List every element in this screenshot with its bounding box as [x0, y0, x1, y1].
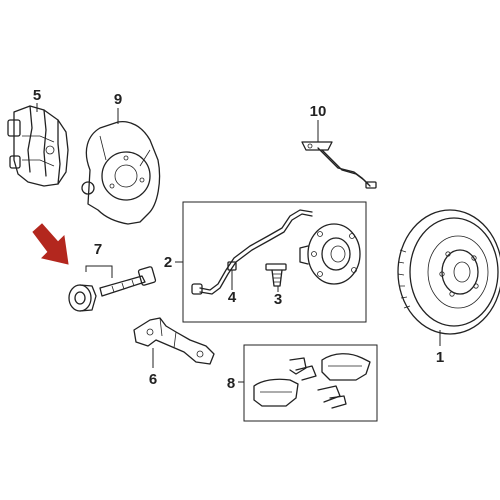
callout-5: 5	[33, 87, 41, 104]
callout-8: 8	[227, 375, 235, 392]
part-2-hub-bearing[interactable]	[299, 223, 361, 285]
part-9-splash-shield[interactable]	[81, 120, 161, 225]
part-8-brake-pads[interactable]	[253, 353, 371, 409]
leader-7	[85, 265, 113, 278]
part-10-brake-hose[interactable]	[301, 141, 377, 189]
callout-4: 4	[228, 289, 237, 306]
part-6-caliper-bracket[interactable]	[133, 317, 215, 365]
callout-10: 10	[310, 103, 327, 120]
highlight-arrow	[32, 223, 69, 265]
callout-9: 9	[114, 91, 122, 108]
part-5-brake-caliper[interactable]	[7, 105, 69, 187]
callout-2: 2	[164, 254, 172, 271]
part-7-caliper-guide-pin[interactable]	[68, 266, 157, 312]
callout-7: 7	[94, 241, 102, 258]
part-3-wheel-stud[interactable]	[265, 263, 287, 287]
part-1-brake-rotor[interactable]	[397, 209, 500, 335]
callout-3: 3	[274, 291, 282, 308]
part-4-wheel-speed-sensor[interactable]	[191, 209, 313, 295]
callout-1: 1	[436, 349, 444, 366]
brake-pad-kit-box	[243, 344, 378, 422]
callout-6: 6	[149, 371, 157, 388]
